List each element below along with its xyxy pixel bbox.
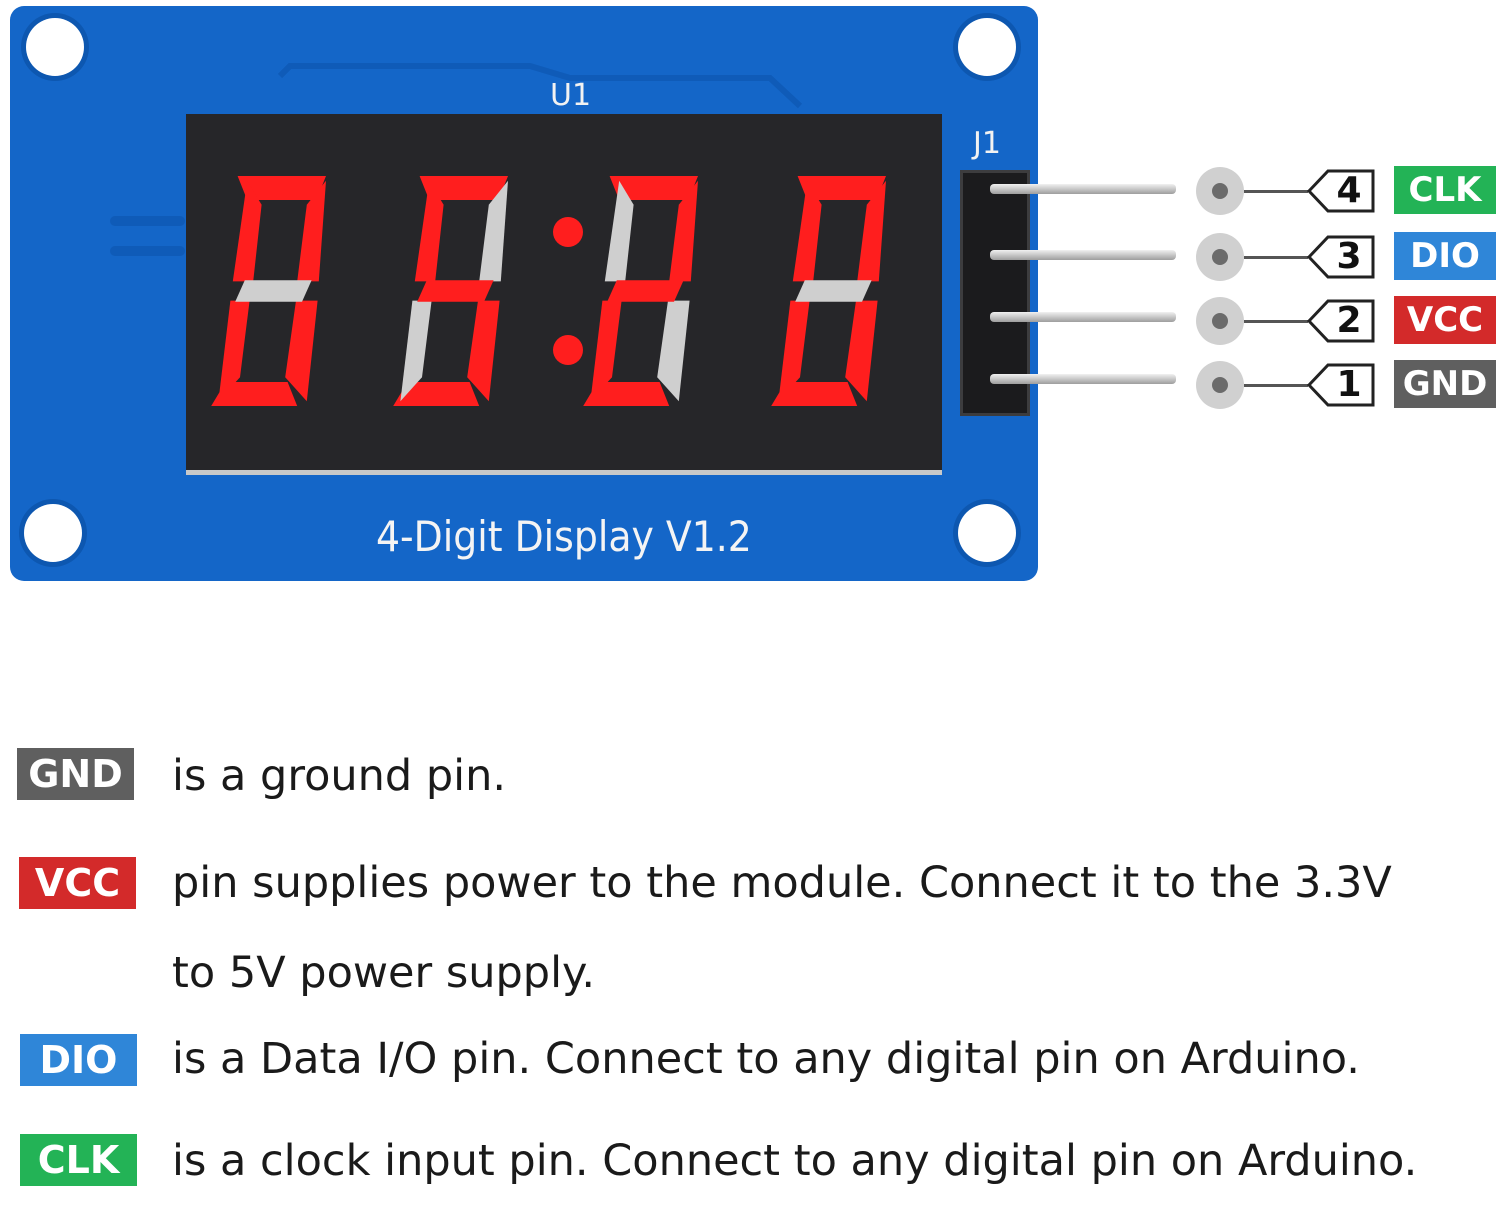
pin-label-badge: CLK (1394, 166, 1496, 214)
legend-badge-gnd: GND (17, 748, 134, 800)
digit-4-segment-middle (795, 280, 872, 302)
board-silkscreen-title: 4-Digit Display V1.2 (376, 512, 752, 561)
pin-number-tag (1306, 169, 1375, 213)
pin-pad-icon (1196, 297, 1244, 345)
digit-2-segment-top-left (414, 180, 444, 282)
digit-1-segment-bottom-left (218, 300, 250, 402)
legend-badge-dio: DIO (20, 1034, 137, 1086)
callout-connector (1244, 190, 1308, 193)
digit-4-segment-bottom-left (778, 300, 810, 402)
digit-2-segment-top-right (479, 180, 508, 282)
mount-hole-top-right (958, 18, 1016, 76)
callout-connector (1244, 384, 1308, 387)
pin-wire-3 (990, 250, 1176, 260)
pin-wire-1 (990, 374, 1176, 384)
pin-pad-icon (1196, 361, 1244, 409)
digit-3-segment-top (609, 176, 698, 200)
digit-2-segment-bottom-right (467, 300, 500, 402)
pin-number: 3 (1336, 236, 1362, 277)
seven-segment-digits (211, 176, 886, 406)
digit-3-segment-bottom-left (590, 300, 622, 402)
seven-segment-display (186, 114, 942, 475)
digit-4-segment-top (797, 176, 886, 200)
digit-3-segment-middle (607, 280, 684, 302)
colon-dot-top (553, 217, 583, 247)
legend-text-dio: is a Data I/O pin. Connect to any digita… (172, 1034, 1360, 1084)
legend-badge-clk: CLK (20, 1134, 137, 1186)
pin-callout-clk: 4 CLK (1196, 166, 1496, 216)
digit-1-segment-top (237, 176, 326, 200)
pin-label-badge: GND (1394, 360, 1496, 408)
digit-2-segment-bottom-left (400, 300, 432, 402)
digit-3-segment-top-left (604, 180, 634, 282)
digit-4-segment-bottom-right (845, 300, 878, 402)
legend-text-gnd: is a ground pin. (172, 751, 507, 801)
digit-2-segment-bottom (393, 382, 480, 406)
pin-label-badge: DIO (1394, 232, 1496, 280)
digit-2-segment-middle (417, 280, 494, 302)
pin-pad-icon (1196, 167, 1244, 215)
colon-dot-bottom (553, 335, 583, 365)
legend-text-clk: is a clock input pin. Connect to any dig… (172, 1136, 1418, 1186)
pcb-module: U1 J1 4-Digit Display V1.2 (10, 6, 1038, 581)
pin-number-tag (1306, 299, 1375, 343)
callout-connector (1244, 256, 1308, 259)
pin-label-badge: VCC (1394, 296, 1496, 344)
digit-3-segment-bottom-right (657, 300, 690, 402)
pin-number: 4 (1336, 170, 1362, 211)
pin-callout-gnd: 1 GND (1196, 360, 1496, 410)
mount-hole-bottom-right (958, 504, 1016, 562)
u1-silkscreen-label: U1 (550, 78, 592, 113)
pin-number-tag (1306, 235, 1375, 279)
digit-4-segment-top-right (857, 180, 886, 282)
pin-number-tag (1306, 363, 1375, 407)
digit-1-segment-bottom-right (285, 300, 318, 402)
pin-callout-dio: 3 DIO (1196, 232, 1496, 282)
pin-wire-4 (990, 184, 1176, 194)
digit-1-segment-bottom (211, 382, 298, 406)
legend-text-vcc-line2: to 5V power supply. (172, 948, 596, 998)
digit-1-segment-top-right (297, 180, 326, 282)
legend-text-vcc-line1: pin supplies power to the module. Connec… (172, 858, 1392, 908)
digit-3-segment-bottom (583, 382, 670, 406)
pin-number: 2 (1336, 300, 1362, 341)
digit-4-segment-top-left (792, 180, 822, 282)
digit-2-segment-top (419, 176, 508, 200)
digit-1-segment-top-left (232, 180, 262, 282)
legend-badge-vcc: VCC (19, 857, 136, 909)
j1-silkscreen-label: J1 (973, 126, 1001, 161)
digit-3-segment-top-right (669, 180, 698, 282)
pin-number: 1 (1336, 364, 1362, 405)
pcb-trace (110, 63, 803, 256)
pin-callout-vcc: 2 VCC (1196, 296, 1496, 346)
mount-hole-bottom-left (24, 504, 82, 562)
digit-4-segment-bottom (771, 382, 858, 406)
callout-connector (1244, 320, 1308, 323)
pin-wire-2 (990, 312, 1176, 322)
pin-pad-icon (1196, 233, 1244, 281)
digit-1-segment-middle (235, 280, 312, 302)
mount-hole-top-left (26, 18, 84, 76)
